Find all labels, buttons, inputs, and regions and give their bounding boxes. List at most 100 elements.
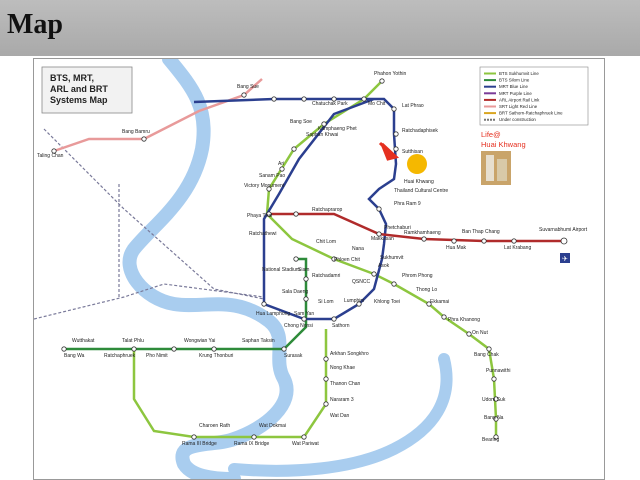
legend-item: SRT Light Red Line [499, 104, 538, 109]
station-label-phloen-chit: Phloen Chit [334, 257, 360, 263]
station-label-bang-chak: Bang Chak [474, 352, 499, 358]
station-label-kamphaeng-phet: Kamphaeng Phet [318, 126, 357, 132]
light-red-line [53, 78, 263, 153]
station-label-ari: Ari [278, 161, 284, 167]
station-label-arkhan-songkhro: Arkhan Songkhro [330, 351, 369, 357]
station-label-suvarnabhumi-airport: Suvarnabhumi Airport [539, 227, 588, 233]
river-east [228, 353, 453, 477]
station-label-ban-thap-chang: Ban Thap Chang [462, 229, 500, 235]
station-label-wat-pariwat: Wat Pariwat [292, 441, 319, 447]
station-label-ratchaprarop: Ratchaprarop [312, 207, 343, 213]
station-label-bang-soe: Bang Soe [290, 119, 312, 125]
station-label-sutthisan: Sutthisan [402, 149, 423, 155]
station-label-rama-iii-bridge: Rama III Bridge [182, 441, 217, 447]
transit-map: BTS, MRT, ARL and BRT Systems Map BTS Su… [34, 59, 589, 479]
legend-item: BTS Silom Line [499, 78, 530, 83]
station-label-pho-nimit: Pho Nimit [146, 353, 168, 359]
station-label-chit-lom: Chit Lom [316, 239, 336, 245]
river [122, 59, 294, 479]
station-label-wongwian-yai: Wongwian Yai [184, 338, 215, 344]
station-label-sala-daeng: Sala Daeng [282, 289, 308, 295]
map-title-line-2: ARL and BRT [50, 84, 108, 94]
station-label-victory-monument: Victory Monument [244, 183, 285, 189]
construction-line-1 [34, 283, 265, 320]
callout-line-2: Huai Khwang [481, 140, 526, 149]
mrt-blue-line [193, 97, 398, 321]
station-label-ratchadamri: Ratchadamri [312, 273, 340, 279]
station-label-phra-khanong: Phra Khanong [448, 317, 480, 323]
huai-khwang-marker-dot [407, 154, 427, 174]
station-label-huai-khwang: Huai Khwang [404, 179, 434, 185]
station-label-bearing: Bearing [482, 437, 499, 443]
station-label-sam-yan: Sam Yan [294, 311, 314, 317]
map-frame: BTS, MRT, ARL and BRT Systems Map BTS Su… [33, 58, 605, 480]
station-label-lat-krabang: Lat Krabang [504, 245, 531, 251]
station-dots [51, 78, 568, 440]
station-label-bang-na: Bang Na [484, 415, 504, 421]
station-label-qsncc: QSNCC [352, 279, 370, 285]
airport-icon [560, 253, 570, 263]
station-label-krung-thonburi: Krung Thonburi [199, 353, 233, 359]
station-label-hua-mak: Hua Mak [446, 245, 467, 251]
silom-line [64, 257, 308, 351]
station-label-ekkamai: Ekkamai [430, 299, 449, 305]
map-title-line-3: Systems Map [50, 95, 108, 105]
station-label-sukhumvit: Sukhumvit [380, 255, 404, 261]
station-label-ratchaphruek: Ratchaphruek [104, 353, 136, 359]
station-label-wat-dan: Wat Dan [330, 413, 349, 419]
station-label-asok: Asok [378, 263, 390, 269]
station-label-udom-suk: Udom Suk [482, 397, 506, 403]
station-label-sanam-pao: Sanam Pao [259, 173, 285, 179]
station-label-rama-ix-bridge: Rama IX Bridge [234, 441, 270, 447]
station-label-ramkhamhaeng: Ramkhamhaeng [404, 230, 441, 236]
station-label-national-stadium: National Stadium [262, 267, 300, 273]
station-label-charoen-rath: Charoen Rath [199, 423, 230, 429]
callout-line-1: Life@ [481, 130, 501, 139]
station-label-phrom-phong: Phrom Phong [402, 273, 433, 279]
red-arrow-icon [378, 141, 400, 161]
station-label-saphan-khwai: Saphan Khwai [306, 132, 338, 138]
station-label-bang-sue: Bang Sue [237, 84, 259, 90]
station-label-phaya-thai: Phaya Thai [247, 213, 272, 219]
station-label-talat-phlu: Talat Phlu [122, 338, 144, 344]
station-label-bang-bamru: Bang Bamru [122, 129, 150, 135]
page-title: Map [7, 9, 63, 40]
station-label-si-lom: Si Lom [318, 299, 334, 305]
station-label-thanon-chan: Thanon Chan [330, 381, 361, 387]
station-label-thong-lo: Thong Lo [416, 287, 437, 293]
station-label-makkasan: Makkasan [371, 236, 394, 242]
station-label-phetchaburi: Phetchaburi [384, 225, 411, 231]
legend-item: ARL Airport Rail Link [499, 97, 540, 102]
station-label-ratchathewi: Ratchathewi [249, 231, 277, 237]
legend-item: Under construction [499, 117, 536, 122]
station-label-nana: Nana [352, 246, 364, 252]
station-label-wutthakat: Wutthakat [72, 338, 95, 344]
station-label-lumphini: Lumphini [344, 298, 364, 304]
slide-header: Map [0, 0, 640, 56]
green-loop [132, 329, 328, 439]
station-label-hua-lamphong: Hua Lamphong [256, 311, 290, 317]
station-label-phra-ram-9: Phra Ram 9 [394, 201, 421, 207]
station-label-lat-phrao: Lat Phrao [402, 103, 424, 109]
map-title-line-1: BTS, MRT, [50, 73, 94, 83]
construction-line-2 [43, 128, 265, 300]
station-label-ratchadaphisek: Ratchadaphisek [402, 128, 438, 134]
station-label-bang-wa: Bang Wa [64, 353, 85, 359]
station-label-siam: Siam [298, 267, 309, 273]
airport-glyph: ✈ [562, 255, 568, 263]
station-label-chatuchak-park: Chatuchak Park [312, 101, 348, 107]
station-label-thailand-cultural-centre: Thailand Cultural Centre [394, 188, 448, 194]
station-label-nong-khae: Nong Khae [330, 365, 355, 371]
station-label-saphan-taksin: Saphan Taksin [242, 338, 275, 344]
station-label-khlong-toei: Khlong Toei [374, 299, 400, 305]
station-label-surasak: Surasak [284, 353, 303, 359]
legend-item: MRT Blue Line [499, 84, 528, 89]
station-label-on-nut: On Nut [472, 330, 488, 336]
station-label-phahon-yothin: Phahon Yothin [374, 71, 406, 77]
airport-rail-link [269, 212, 564, 243]
legend-item: MRT Purple Line [499, 91, 532, 96]
station-label-sathorn: Sathorn [332, 323, 350, 329]
station-label-wat-dokmai: Wat Dokmai [259, 423, 286, 429]
station-label-chong-nonsi: Chong Nonsi [284, 323, 313, 329]
station-label-taling-chan: Taling Chan [37, 153, 64, 159]
